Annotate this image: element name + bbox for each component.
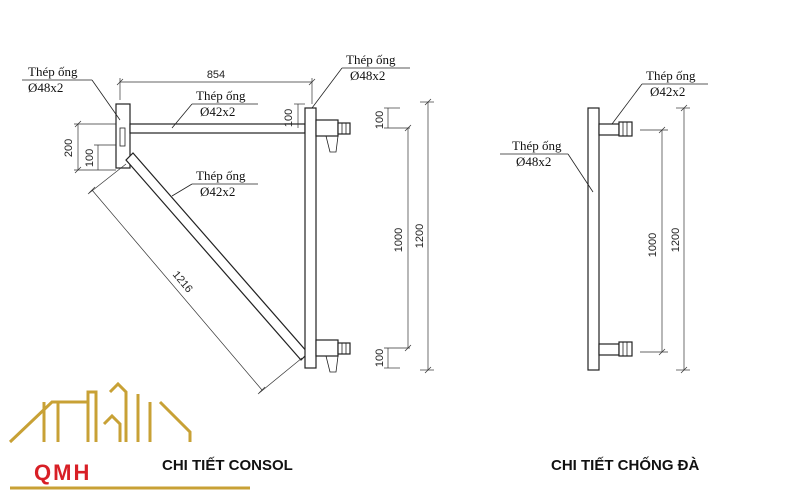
dim-1200: 1200 (414, 224, 426, 248)
label-thep-ong-cd-left: Thép ống (512, 138, 562, 153)
dim-1200-cd: 1200 (670, 228, 682, 252)
consol-vertical-pipe (304, 107, 317, 369)
dim-100-r1: 100 (374, 111, 386, 129)
consol-horizontal-pipe (129, 123, 306, 134)
dim-100-r2: 100 (374, 349, 386, 367)
dim-1000: 1000 (393, 228, 405, 252)
title-chong-da: CHI TIẾT CHỐNG ĐÀ (551, 456, 699, 474)
label-thep-ong-left: Thép ống (28, 64, 78, 79)
title-consol: CHI TIẾT CONSOL (162, 457, 293, 474)
label-d42-cd-top: Ø42x2 (650, 84, 685, 99)
consol-bottom-clamp (315, 339, 339, 357)
label-d48-left: Ø48x2 (28, 80, 63, 95)
logo-text: QMH (34, 460, 91, 485)
dim-854: 854 (207, 69, 225, 81)
chong-da-detail: 1000 1200 Thép ống Ø42x2 Thép ống Ø48x2 (500, 68, 708, 374)
label-thep-ong-diag: Thép ống (196, 168, 246, 183)
consol-detail: 854 200 100 1216 100 100 1000 100 (22, 52, 434, 395)
label-d48-topright: Ø48x2 (350, 68, 385, 83)
label-thep-ong-horiz: Thép ống (196, 88, 246, 103)
dim-100-left: 100 (84, 149, 96, 167)
chong-da-vertical-pipe (587, 107, 600, 371)
label-d42-horiz: Ø42x2 (200, 104, 235, 119)
dim-1216: 1216 (170, 269, 195, 295)
label-d42-diag: Ø42x2 (200, 184, 235, 199)
dim-1000-cd: 1000 (647, 233, 659, 257)
label-thep-ong-cd-top: Thép ống (646, 68, 696, 83)
dim-100-top: 100 (283, 109, 295, 127)
label-thep-ong-topright: Thép ống (346, 52, 396, 67)
qmh-logo: QMH (8, 381, 250, 490)
label-d48-cd-left: Ø48x2 (516, 154, 551, 169)
consol-top-clamp (315, 119, 339, 137)
dim-200: 200 (63, 139, 75, 157)
